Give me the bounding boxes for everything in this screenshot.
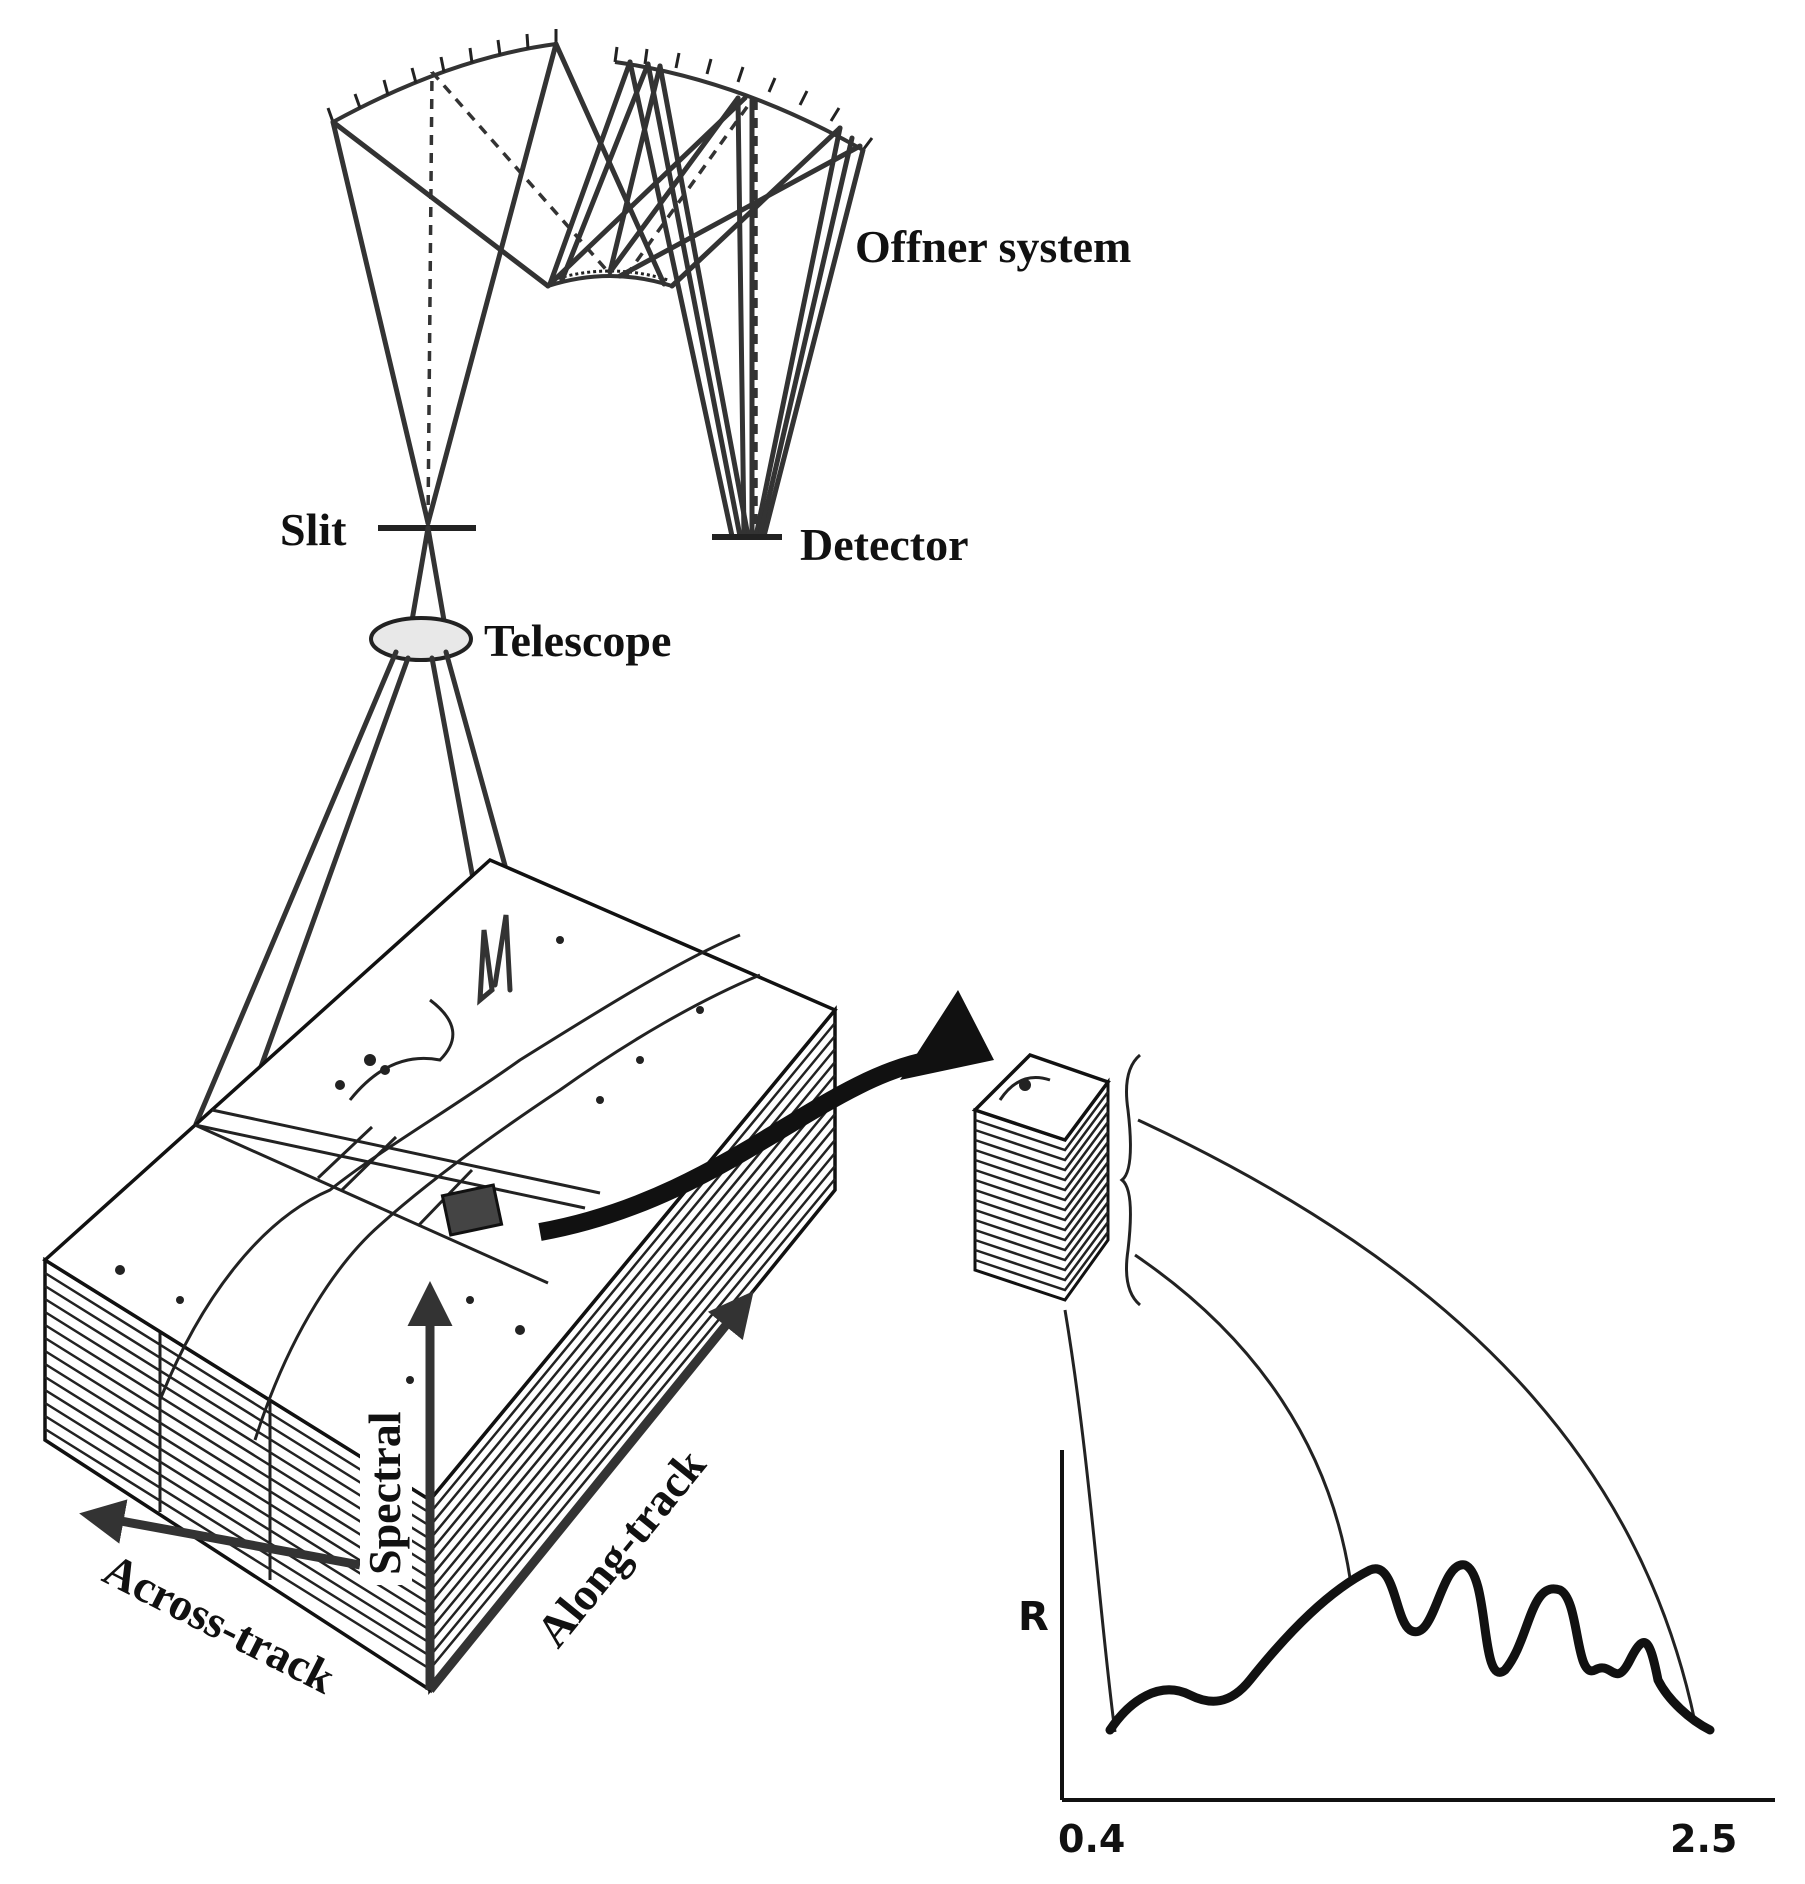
plot-x-min-label: 0.4 [1058,1817,1125,1861]
plot-x-max-label: 2.5 [1670,1817,1737,1861]
across-track-axis-arrow [79,1499,361,1570]
pixel-band-line [974,1171,1110,1232]
reflectance-spectrum-plot: R 0.4 2.5 [1018,1450,1775,1861]
pixel-band-line [974,1151,1110,1212]
scan-lines [194,1108,601,1285]
offner-system [326,29,874,539]
telescope-lens [369,616,473,662]
pixel-band-line [974,1091,1110,1152]
pixel-to-spectrum-arrow [538,1051,932,1241]
pixel-band-line [974,1211,1110,1272]
along-track-axis-arrow [426,1291,754,1693]
spectrum-fan-lines [1063,1118,1697,1733]
spectral-axis-label: Spectral [359,1411,410,1575]
pixel-spectral-column [971,1052,1142,1307]
pixel-band-line [974,1101,1110,1162]
terrain-texture [115,914,761,1441]
selected-pixel [440,1183,504,1237]
pixel-band-line [974,1221,1110,1282]
pixel-band-line [974,1201,1110,1262]
spectrum-curve [1105,1560,1715,1735]
pixel-band-line [974,1191,1110,1252]
pixel-band-line [974,1181,1110,1242]
slit-label: Slit [280,504,347,555]
detector-label: Detector [800,519,969,570]
cube-top-face [42,857,838,1503]
telescope-label: Telescope [484,615,671,666]
pixel-band-line [974,1231,1110,1292]
pixel-to-spectrum-arrowhead [900,990,994,1080]
pixel-band-line [974,1141,1110,1202]
plot-y-label: R [1018,1594,1049,1640]
pixel-band-line [974,1131,1110,1192]
pixel-band-line [974,1121,1110,1182]
pixel-band-line [974,1111,1110,1172]
primary-mirror [326,29,558,124]
cube-axes [79,1281,754,1693]
offner-system-label: Offner system [855,221,1131,272]
pixel-band-line [974,1161,1110,1222]
